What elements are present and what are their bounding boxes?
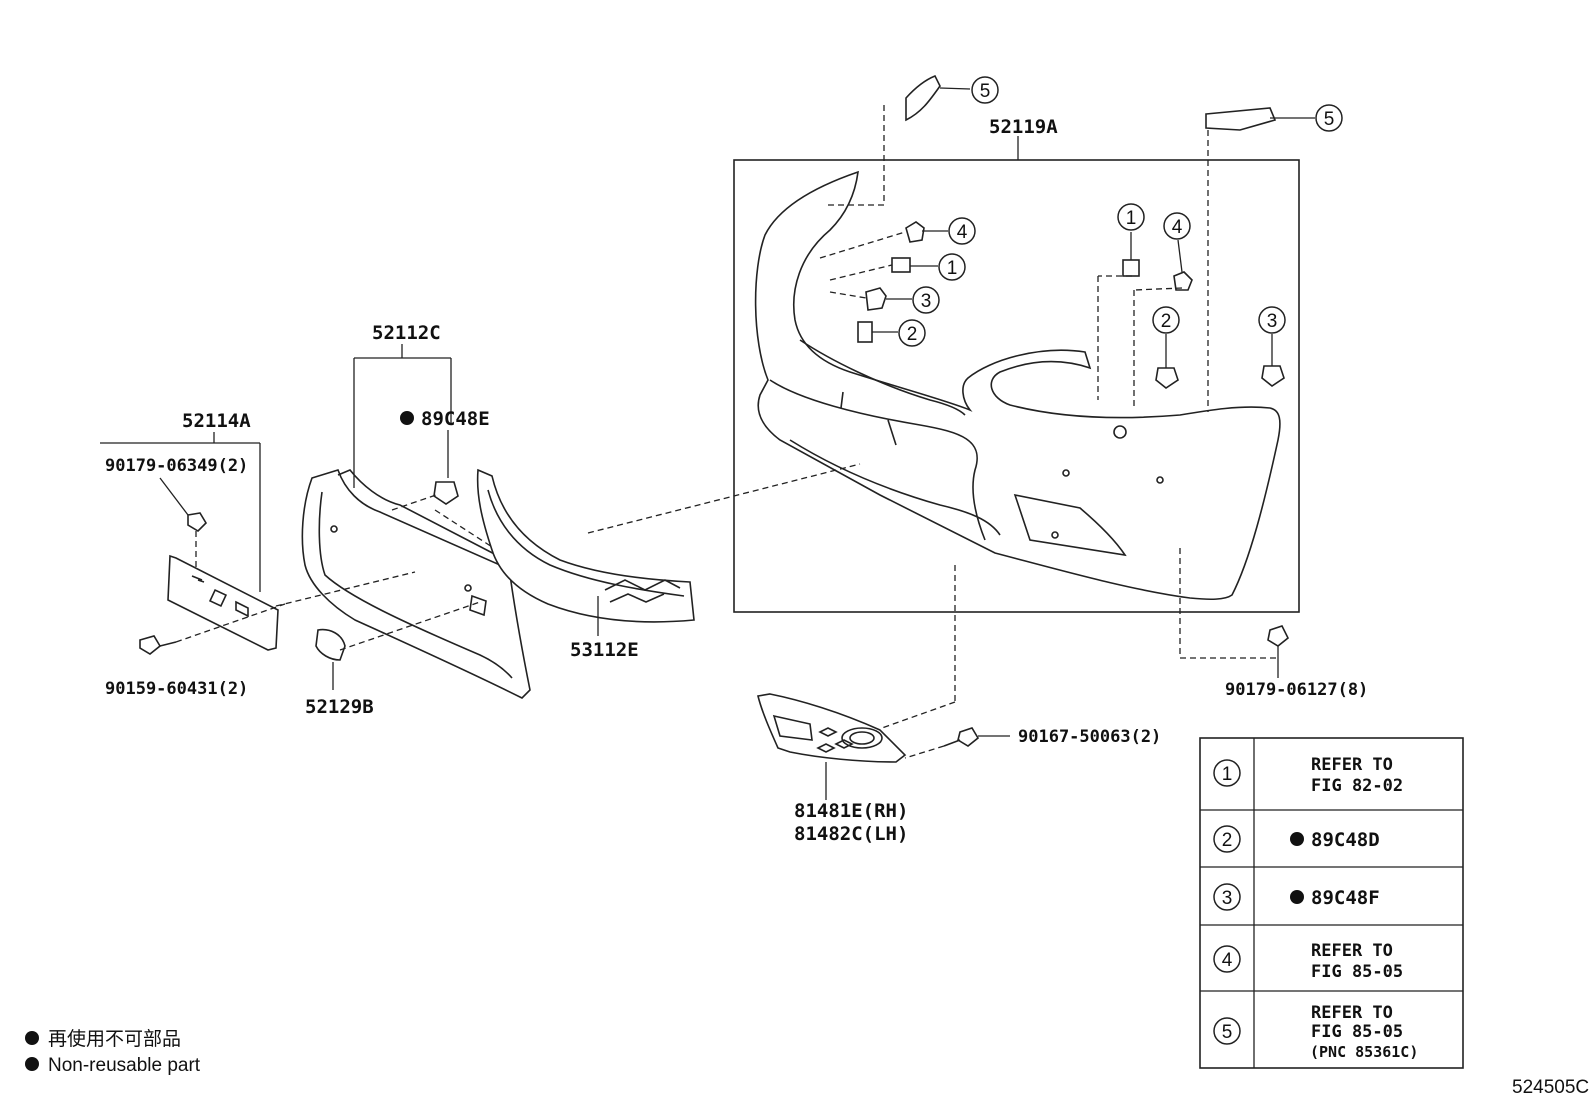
bumper-cover-group: 52119A <box>733 116 1300 613</box>
svg-text:2: 2 <box>1161 311 1172 332</box>
tow-cover-group: 52129B <box>305 601 481 718</box>
bumper-cover[interactable] <box>754 170 1281 601</box>
grille-frame-group: 52112C 89C48E <box>301 322 541 699</box>
label-90179-06349[interactable]: 90179-06349(2) <box>105 456 248 476</box>
clip-4-left[interactable] <box>905 221 925 243</box>
callouts: 5 5 4 1 3 2 1 4 2 3 <box>898 76 1343 347</box>
label-81482C[interactable]: 81482C(LH) <box>794 823 908 845</box>
grille-frame-52112C[interactable] <box>301 469 531 699</box>
svg-text:1: 1 <box>947 258 958 279</box>
clip-90179-06349[interactable] <box>187 512 208 533</box>
fog-cover-group: 81481E(RH) 81482C(LH) 90167-50063(2) <box>757 565 1161 845</box>
clip-3-right[interactable] <box>1261 365 1285 387</box>
ref-row-2: 2 89C48D <box>1213 825 1380 853</box>
svg-text:89C48D: 89C48D <box>1311 829 1380 851</box>
label-90179-06127[interactable]: 90179-06127(8) <box>1225 680 1368 700</box>
svg-text:89C48F: 89C48F <box>1311 887 1380 909</box>
svg-text:1: 1 <box>1222 764 1233 785</box>
clip-2-right[interactable] <box>1155 367 1179 389</box>
bracket-5-right[interactable] <box>1205 107 1315 412</box>
legend: 再使用不可部品 Non-reusable part <box>25 1028 201 1076</box>
callout-3-right[interactable]: 3 <box>1258 306 1286 334</box>
clip-90179-06127-group: 90179-06127(8) <box>1179 548 1368 700</box>
nonreusable-dot-89C48D <box>1290 832 1304 846</box>
svg-text:FIG 82-02: FIG 82-02 <box>1311 776 1403 796</box>
bolt-90159-60431[interactable] <box>139 635 177 655</box>
label-89C48E[interactable]: 89C48E <box>421 408 490 430</box>
callout-5-top-right[interactable]: 5 <box>1315 104 1343 132</box>
grille-mesh-group: 53112E <box>476 463 861 661</box>
bumper-cover-upper-ridge <box>799 339 966 416</box>
callout-3-left[interactable]: 3 <box>912 286 940 314</box>
legend-jp: 再使用不可部品 <box>48 1028 181 1050</box>
svg-text:1: 1 <box>1126 208 1137 229</box>
diagram-code: 524505C <box>1512 1077 1589 1098</box>
label-52119A[interactable]: 52119A <box>989 116 1058 138</box>
legend-dot-jp <box>25 1031 39 1045</box>
bumper-cover-inner-line <box>769 379 986 541</box>
reference-table: 1 REFER TO FIG 82-02 2 89C48D 3 89C48F 4… <box>1199 737 1464 1069</box>
label-53112E[interactable]: 53112E <box>570 639 639 661</box>
callout-4-right[interactable]: 4 <box>1163 212 1191 240</box>
nonreusable-dot-89C48F <box>1290 890 1304 904</box>
clip-4-right[interactable] <box>1173 271 1193 291</box>
bumper-cover-lower-ridge <box>789 439 1001 536</box>
clip-2-left[interactable] <box>857 321 873 343</box>
grille-mesh-53112E[interactable] <box>476 468 695 623</box>
callout-1-left[interactable]: 1 <box>938 253 966 281</box>
callout-2-left[interactable]: 2 <box>898 319 926 347</box>
svg-text:2: 2 <box>1222 830 1233 851</box>
label-81481E[interactable]: 81481E(RH) <box>794 800 908 822</box>
svg-text:5: 5 <box>1222 1022 1233 1043</box>
clip-1-right[interactable] <box>1122 259 1140 277</box>
legend-en: Non-reusable part <box>48 1055 201 1076</box>
legend-dot-en <box>25 1057 39 1071</box>
grille-frame-inner <box>318 491 513 679</box>
clip-89C48E[interactable] <box>433 481 459 505</box>
fog-opening-right[interactable] <box>1013 493 1127 557</box>
bracket-5-left[interactable] <box>825 74 971 206</box>
tow-hook-cover-52129B[interactable] <box>315 628 346 661</box>
svg-text:3: 3 <box>921 291 932 312</box>
ref-row-3: 3 89C48F <box>1213 883 1380 911</box>
callout-5-top-left[interactable]: 5 <box>971 76 999 104</box>
svg-text:4: 4 <box>1172 217 1183 238</box>
grille-frame-top-edge <box>337 469 507 561</box>
svg-text:4: 4 <box>1222 950 1233 971</box>
clip-3-left[interactable] <box>865 287 887 311</box>
bumper-cover-box <box>733 159 1300 613</box>
ref-row-5: 5 REFER TO FIG 85-05 (PNC 85361C) <box>1213 1003 1418 1061</box>
label-90167-50063[interactable]: 90167-50063(2) <box>1018 727 1161 747</box>
fog-lamp-cover-81481E[interactable] <box>757 693 907 763</box>
svg-text:5: 5 <box>980 81 991 102</box>
svg-text:(PNC 85361C): (PNC 85361C) <box>1310 1043 1418 1061</box>
ref-row-4: 4 REFER TO FIG 85-05 <box>1213 941 1403 982</box>
callout-2-right[interactable]: 2 <box>1152 306 1180 334</box>
svg-text:2: 2 <box>907 324 918 345</box>
clip-90179-06127[interactable] <box>1267 625 1290 647</box>
svg-text:REFER TO: REFER TO <box>1311 755 1393 775</box>
label-90159-60431[interactable]: 90159-60431(2) <box>105 679 248 699</box>
label-52129B[interactable]: 52129B <box>305 696 374 718</box>
nonreusable-dot-89C48E <box>400 411 414 425</box>
label-52112C[interactable]: 52112C <box>372 322 441 344</box>
svg-text:FIG 85-05: FIG 85-05 <box>1311 1022 1403 1042</box>
label-52114A[interactable]: 52114A <box>182 410 251 432</box>
svg-text:FIG 85-05: FIG 85-05 <box>1311 962 1403 982</box>
ref-row-1: 1 REFER TO FIG 82-02 <box>1213 755 1403 796</box>
svg-text:REFER TO: REFER TO <box>1311 941 1393 961</box>
callout-1-right[interactable]: 1 <box>1117 203 1145 231</box>
svg-text:3: 3 <box>1267 311 1278 332</box>
callout-4-left[interactable]: 4 <box>948 217 976 245</box>
clip-1-left[interactable] <box>891 257 911 273</box>
plate-bracket-group: 52114A 90179-06349(2) 90159-60431(2) <box>100 410 416 699</box>
screw-90167-50063[interactable] <box>943 727 980 747</box>
svg-text:5: 5 <box>1324 109 1335 130</box>
svg-text:3: 3 <box>1222 888 1233 909</box>
svg-text:4: 4 <box>957 222 968 243</box>
svg-text:REFER TO: REFER TO <box>1311 1003 1393 1023</box>
